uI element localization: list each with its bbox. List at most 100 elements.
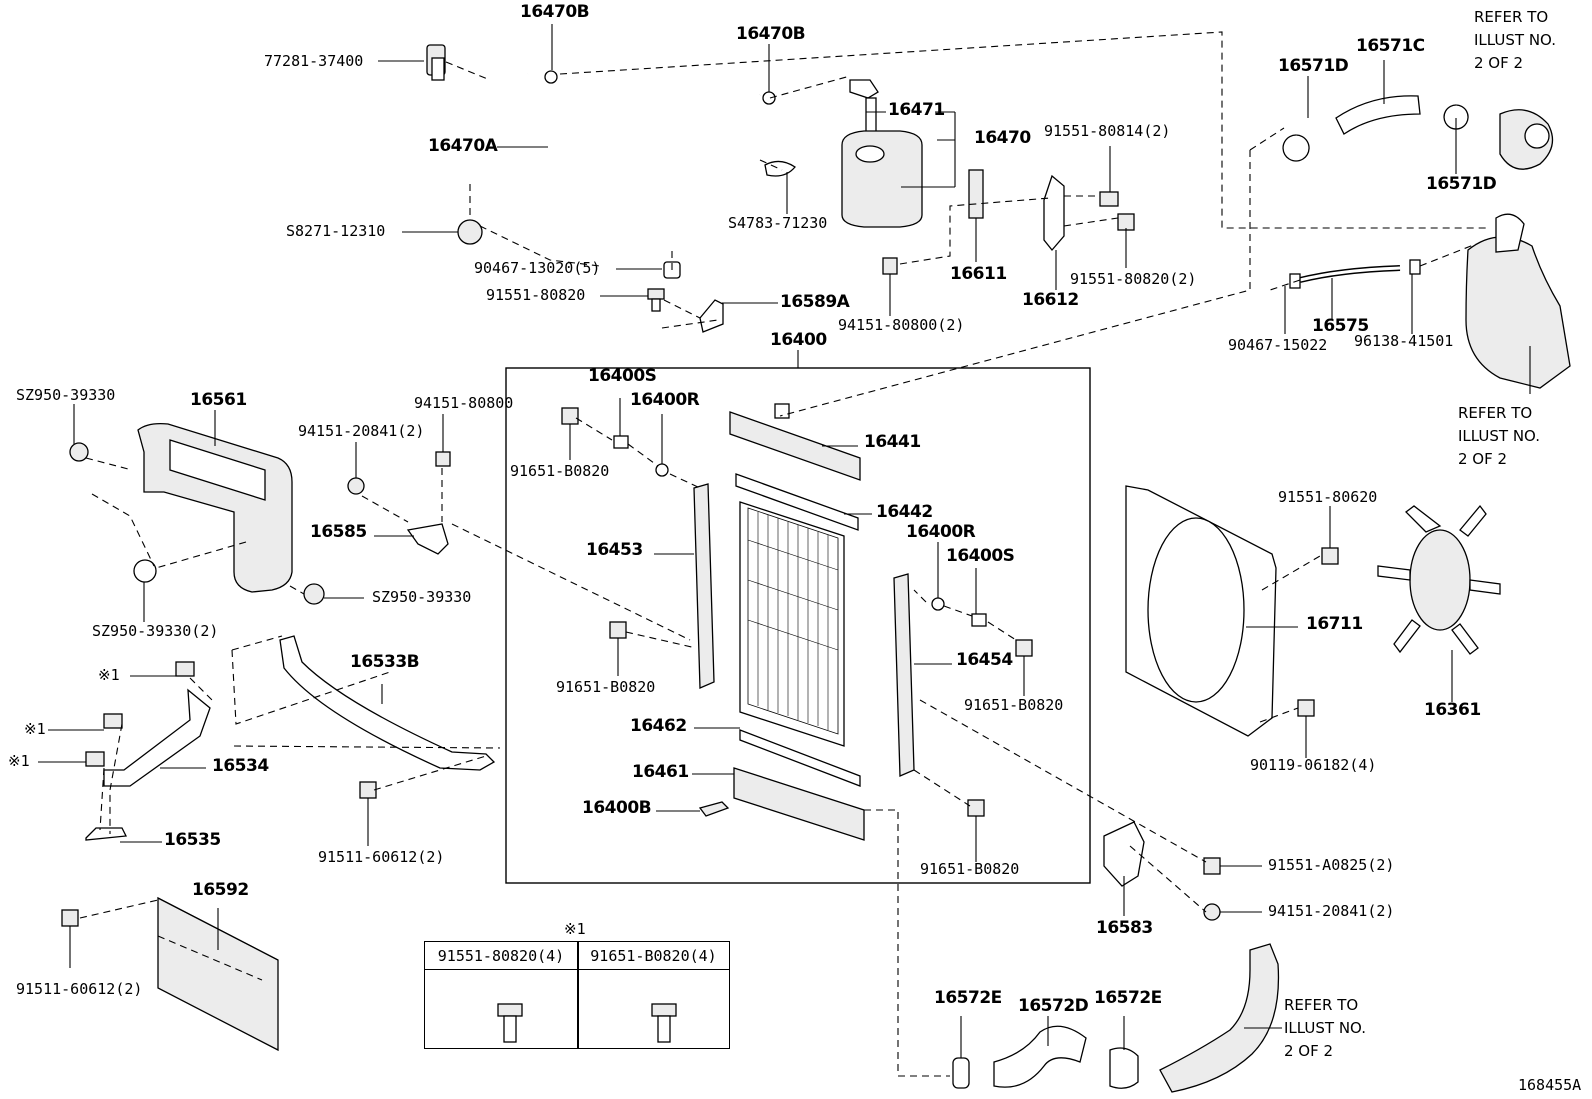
label-91651-B0820-a: 91651-B0820 [510, 462, 610, 480]
hose-16571C [1335, 95, 1421, 135]
bolt-91651-B0820-b [609, 621, 627, 639]
note-refer-mid-right: REFER TO ILLUST NO. 2 OF 2 [1458, 404, 1541, 468]
label-16400B: 16400B [582, 798, 652, 818]
label-16711: 16711 [1306, 614, 1363, 634]
label-77281-37400: 77281-37400 [264, 52, 364, 70]
label-91551-A0825: 91551-A0825(2) [1268, 856, 1395, 874]
clamp-16572E-a [952, 1057, 970, 1089]
bolt-91651-B0820-a [561, 407, 579, 425]
reservoir-tank [841, 79, 923, 228]
clip-SZ950-a [69, 442, 89, 462]
support-16453 [693, 483, 715, 689]
label-S4783-71230: S4783-71230 [728, 214, 828, 232]
label-16583: 16583 [1096, 918, 1153, 938]
water-outlet [1499, 109, 1554, 170]
label-SZ950-39330-c: SZ950-39330(2) [92, 622, 219, 640]
label-16585: 16585 [310, 522, 367, 542]
bolt-91551-80620 [1321, 547, 1339, 565]
seal-16462 [739, 729, 861, 787]
label-16470A: 16470A [428, 136, 498, 156]
label-16400S-a: 16400S [588, 366, 657, 386]
clip-SZ950-b [303, 583, 325, 605]
label-16589A: 16589A [780, 292, 850, 312]
label-91511-60612: 91511-60612(2) [318, 848, 445, 866]
nut-94151-20841 [347, 477, 365, 495]
nut-94151-80800-2 [882, 257, 898, 275]
hose-16572D [993, 1025, 1087, 1088]
bolt-90119-06182 [1297, 699, 1315, 717]
bolt-91511-60612 [359, 781, 377, 799]
clip-S4783 [764, 160, 796, 177]
label-16470B-a: 16470B [520, 2, 590, 22]
label-SZ950-39330-a: SZ950-39330 [16, 386, 116, 404]
label-16571D-a: 16571D [1278, 56, 1349, 76]
label-16441: 16441 [864, 432, 921, 452]
bracket-16585 [406, 523, 449, 555]
label-SZ950-39330-b: SZ950-39330 [372, 588, 472, 606]
label-91551-80814: 91551-80814(2) [1044, 122, 1171, 140]
label-91651-B0820-b: 91651-B0820 [556, 678, 656, 696]
bolt-x1-c [85, 751, 105, 767]
bolt-x1-b [103, 713, 123, 729]
upper-tank-16441 [729, 411, 861, 481]
label-16535: 16535 [164, 830, 221, 850]
bracket-16589A [699, 299, 724, 333]
bolt-icon-91651 [651, 1003, 677, 1043]
label-16612: 16612 [1022, 290, 1079, 310]
label-16592: 16592 [192, 880, 249, 900]
label-16470: 16470 [974, 128, 1031, 148]
label-16442: 16442 [876, 502, 933, 522]
diagram-id: 168455A [1518, 1076, 1582, 1094]
table-col-91551-80820: 91551-80820(4) [425, 942, 577, 970]
nut-94151-80800 [435, 451, 451, 467]
leader-lines [38, 24, 1531, 1058]
bracket-16583 [1103, 821, 1145, 887]
bolt-91551-A0825 [1203, 857, 1221, 875]
bolt-91651-B0820-c [1015, 639, 1033, 657]
note-refer-bottom: REFER TO ILLUST NO. 2 OF 2 [1284, 996, 1367, 1060]
support-16454 [893, 573, 915, 777]
water-inlet-housing [1465, 213, 1571, 389]
table-col-91651-B0820: 91651-B0820(4) [578, 942, 729, 970]
clip-S8271 [457, 219, 483, 245]
label-16571C: 16571C [1356, 36, 1425, 56]
nut-94151-20841-b [1203, 903, 1221, 921]
label-16572D: 16572D [1018, 996, 1089, 1016]
label-90467-13020: 90467-13020(5) [474, 259, 601, 277]
dashed-connections [79, 31, 1490, 1077]
label-91551-80620: 91551-80620 [1278, 488, 1378, 506]
hose-lower-pipe [1159, 943, 1280, 1093]
label-94151-20841: 94151-20841(2) [298, 422, 425, 440]
label-16572E-b: 16572E [1094, 988, 1162, 1008]
clip-SZ950-c [133, 559, 157, 583]
clamp-16470B-b [762, 91, 776, 105]
label-16454: 16454 [956, 650, 1013, 670]
bolt-icon-91551 [497, 1003, 523, 1043]
clamp-16571D-a [1282, 134, 1310, 162]
label-16453: 16453 [586, 540, 643, 560]
bolt-91551-80820 [647, 288, 665, 312]
label-16575: 16575 [1312, 316, 1369, 336]
label-96138-41501: 96138-41501 [1354, 332, 1454, 350]
plate-16535 [85, 827, 128, 841]
bracket-16612 [1043, 174, 1065, 252]
label-94151-80800-2: 94151-80800(2) [838, 316, 965, 334]
bolt-x1-a [175, 661, 195, 677]
table-divider [577, 942, 579, 1048]
drain-16400B [698, 801, 730, 817]
label-16400R-b: 16400R [906, 522, 976, 542]
bolt-91551-80820-2 [1117, 213, 1135, 231]
label-16462: 16462 [630, 716, 687, 736]
label-16611: 16611 [950, 264, 1007, 284]
table-mark: ※1 [564, 920, 586, 938]
ring-16400R-b [931, 597, 945, 611]
label-91511-60612-b: 91511-60612(2) [16, 980, 143, 998]
bushing-16400S-a [613, 435, 629, 449]
stay-16534 [103, 688, 211, 787]
shroud-16561 [137, 422, 293, 593]
bracket-16611 [968, 169, 984, 219]
label-91651-B0820-d: 91651-B0820 [920, 860, 1020, 878]
note-refer-top-right: REFER TO ILLUST NO. 2 OF 2 [1474, 8, 1557, 72]
label-16400: 16400 [770, 330, 827, 350]
